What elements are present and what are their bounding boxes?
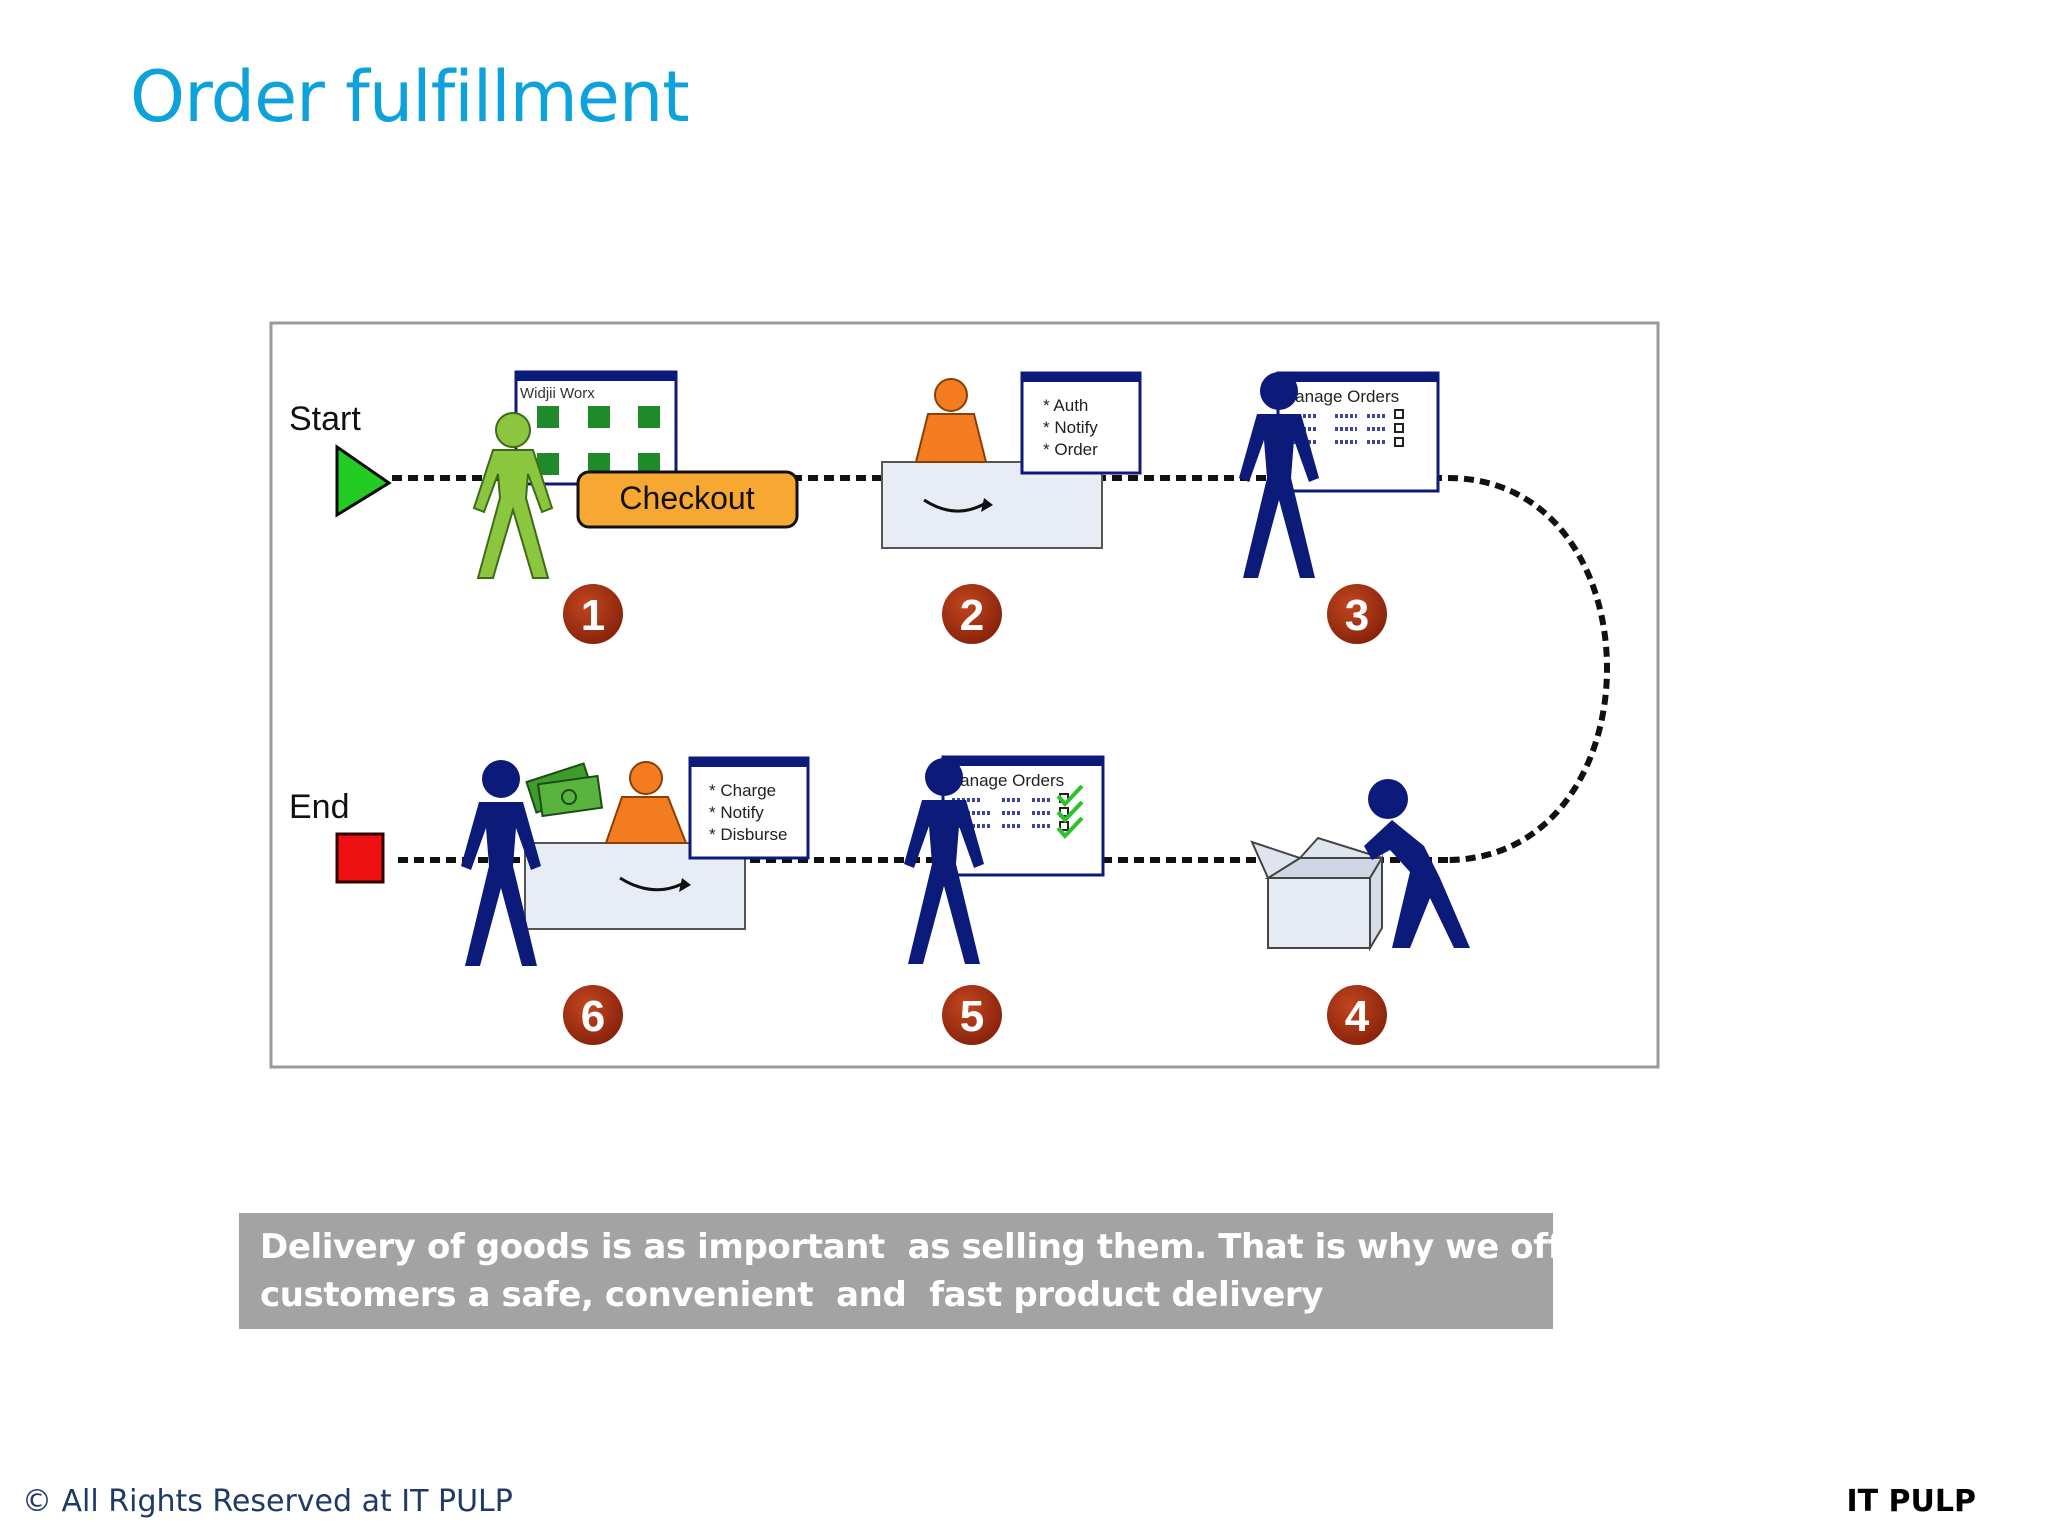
customer-figure (472, 412, 554, 579)
step6-list-item: * Disburse (709, 825, 787, 844)
checkout-button: Checkout (576, 470, 799, 529)
manage-orders-window-step3: Manage Orders (1276, 371, 1440, 493)
step2-list-item: * Notify (1043, 418, 1098, 437)
caption-box: Delivery of goods is as important as sel… (239, 1213, 1698, 1329)
end-square-icon (335, 832, 385, 884)
svg-text:3: 3 (1345, 591, 1369, 640)
start-label: Start (289, 400, 361, 438)
checkout-label: Checkout (619, 480, 754, 516)
step2-list-item: * Auth (1043, 396, 1088, 415)
step6-list-item: * Notify (709, 803, 764, 822)
footer-copyright: © All Rights Reserved at IT PULP (22, 1484, 513, 1519)
end-label: End (289, 788, 350, 826)
packer-figure (1364, 779, 1470, 948)
step2-list-item: * Order (1043, 440, 1098, 459)
step-badge-3: 3 (1327, 584, 1387, 644)
store-window: Widjii Worx (514, 370, 678, 486)
processing-desk (881, 461, 1103, 549)
step6-list-item: * Charge (709, 781, 776, 800)
caption-line: customers a safe, convenient and fast pr… (260, 1275, 1324, 1315)
package-box-icon (1250, 836, 1384, 952)
svg-text:4: 4 (1345, 992, 1370, 1041)
svg-text:1: 1 (581, 591, 605, 640)
step-badge-1: 1 (563, 584, 623, 644)
caption-line: Delivery of goods is as important as sel… (260, 1227, 1698, 1267)
start-triangle-icon (335, 444, 392, 518)
step-badge-2: 2 (942, 584, 1002, 644)
svg-text:5: 5 (960, 992, 984, 1041)
footer-brand: IT PULP (1846, 1484, 1976, 1519)
clerk-figure (914, 378, 988, 463)
manage-orders-title: Manage Orders (946, 771, 1064, 790)
slide-title: Order fulfillment (130, 56, 690, 138)
store-window-title: Widjii Worx (520, 385, 595, 402)
money-cash-icon (525, 762, 604, 818)
svg-text:2: 2 (960, 591, 984, 640)
cashier-figure (604, 761, 688, 844)
manage-orders-title: Manage Orders (1281, 387, 1399, 406)
charge-notify-disburse-window: * Charge * Notify * Disburse (688, 756, 810, 860)
step-badge-5: 5 (942, 985, 1002, 1045)
svg-text:6: 6 (581, 992, 605, 1041)
step-badge-4: 4 (1327, 985, 1387, 1045)
step-badge-6: 6 (563, 985, 623, 1045)
checkmark-icon (1056, 784, 1084, 839)
auth-notify-order-window: * Auth * Notify * Order (1020, 371, 1142, 475)
